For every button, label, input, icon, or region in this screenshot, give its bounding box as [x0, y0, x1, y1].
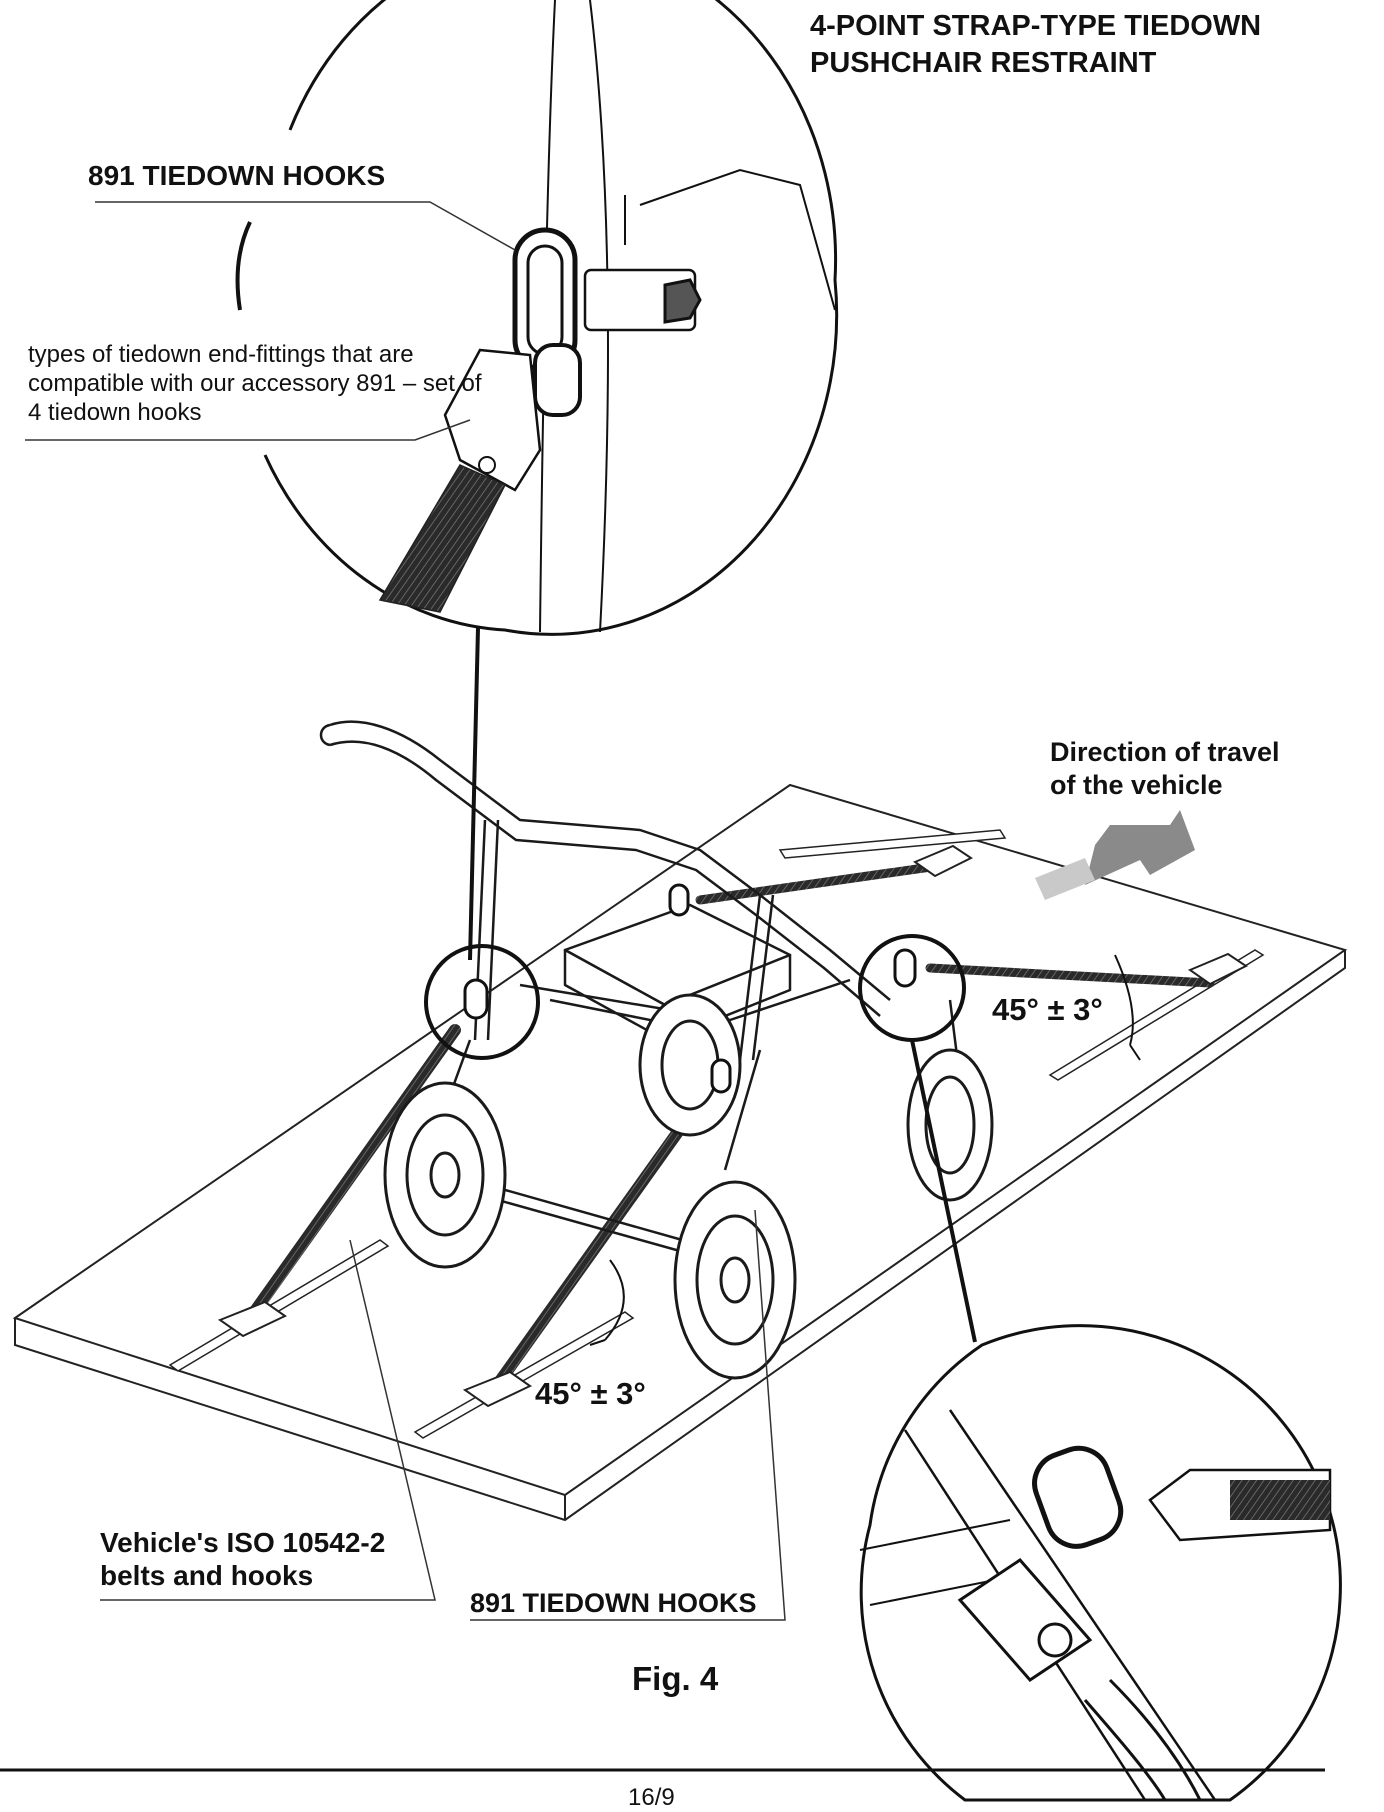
vehicle-floor [12, 783, 1348, 1522]
leader-line-top [468, 627, 480, 961]
angle-label-left: 45° ± 3° [535, 1376, 646, 1411]
label-iso-line2: belts and hooks [100, 1560, 314, 1591]
label-direction-line1: Direction of travel [1050, 737, 1280, 767]
figure-title: 4-POINT STRAP-TYPE TIEDOWN PUSHCHAIR RES… [810, 8, 1261, 82]
direction-arrow-icon [1035, 810, 1195, 900]
label-tiedown-hooks-bottom: 891 TIEDOWN HOOKS [470, 1588, 757, 1618]
floor-anchors [217, 844, 1248, 1408]
detail-circle-bottom [859, 1324, 1342, 1802]
label-direction-of-travel: Direction of travel of the vehicle [1050, 736, 1280, 802]
leader-line-bottom [910, 1039, 977, 1343]
angle-label-right: 45° ± 3° [992, 992, 1103, 1027]
angle-indicators [589, 954, 1141, 1346]
page-number: 16/9 [628, 1784, 675, 1811]
hook-details-small [463, 883, 917, 1094]
label-iso-line1: Vehicle's ISO 10542-2 [100, 1527, 386, 1558]
label-vehicle-belts: Vehicle's ISO 10542-2 belts and hooks [100, 1526, 385, 1592]
detail-circle-top [235, 0, 839, 636]
label-end-fittings: types of tiedown end-fittings that are c… [28, 341, 482, 426]
label-leader-lines [25, 201, 786, 1621]
label-direction-line2: of the vehicle [1050, 770, 1223, 800]
floor-tracks [168, 829, 1265, 1439]
label-tiedown-hooks-top: 891 TIEDOWN HOOKS [88, 160, 386, 191]
figure-title-line1: 4-POINT STRAP-TYPE TIEDOWN [810, 10, 1262, 42]
figure-caption: Fig. 4 [632, 1660, 719, 1697]
figure-title-line2: PUSHCHAIR RESTRAINT [810, 47, 1157, 79]
wheels [383, 993, 994, 1380]
